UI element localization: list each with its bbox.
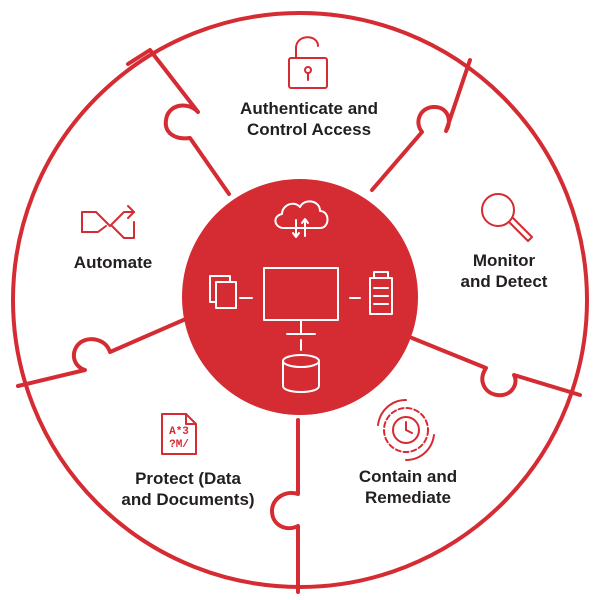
divider-bottom bbox=[270, 418, 300, 594]
divider-left bbox=[16, 316, 190, 388]
padlock-icon bbox=[288, 36, 328, 89]
central-hub bbox=[182, 179, 418, 415]
label-protect-line1: Protect (Data bbox=[135, 469, 241, 488]
divider-upper-right bbox=[370, 58, 472, 192]
label-authenticate: Authenticate and Control Access bbox=[214, 98, 404, 140]
label-authenticate-line1: Authenticate and bbox=[240, 99, 378, 118]
label-monitor-line1: Monitor bbox=[472, 251, 536, 270]
puzzle-dividers bbox=[16, 48, 582, 594]
label-monitor-line2: and Detect bbox=[460, 272, 548, 291]
label-automate: Automate bbox=[56, 252, 170, 273]
document-code-line2: ?M/ bbox=[169, 439, 189, 451]
label-protect: Protect (Data and Documents) bbox=[100, 468, 276, 510]
divider-right bbox=[410, 336, 582, 398]
document-icon bbox=[161, 413, 197, 455]
automation-arrows-icon bbox=[81, 205, 135, 239]
magnifier-icon bbox=[481, 193, 533, 242]
label-contain: Contain and Remediate bbox=[338, 466, 478, 508]
label-contain-line1: Contain and bbox=[358, 467, 458, 486]
divider-upper-left bbox=[126, 48, 231, 196]
cloud-icon bbox=[274, 200, 329, 238]
label-authenticate-line2: Control Access bbox=[246, 120, 372, 139]
document-code-line1: A*3 bbox=[169, 426, 189, 438]
label-automate-line1: Automate bbox=[73, 253, 153, 272]
segment-icons bbox=[81, 36, 533, 461]
label-monitor: Monitor and Detect bbox=[440, 250, 568, 292]
monitor-icon bbox=[263, 267, 339, 335]
documents-icon bbox=[209, 275, 253, 309]
hub-icons bbox=[209, 200, 393, 393]
database-icon bbox=[282, 339, 320, 393]
label-contain-line2: Remediate bbox=[365, 488, 451, 507]
printer-icon bbox=[349, 271, 393, 315]
label-protect-line2: and Documents) bbox=[121, 490, 255, 509]
gear-clock-icon bbox=[377, 399, 435, 461]
